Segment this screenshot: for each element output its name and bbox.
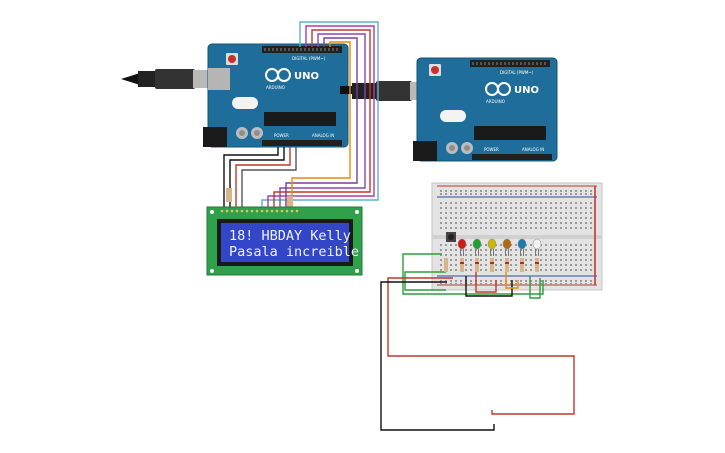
resistor[interactable] — [490, 258, 494, 272]
arduino-logo-icon — [265, 68, 291, 82]
resistor[interactable] — [444, 258, 448, 272]
microcontroller-chip — [264, 112, 336, 126]
usb-cable-left[interactable] — [121, 69, 217, 89]
resistor[interactable] — [460, 258, 464, 272]
resistor-band — [505, 262, 509, 264]
board-maker-label: ARDUINO — [486, 99, 505, 104]
led-4[interactable] — [502, 238, 512, 256]
led-1[interactable] — [457, 238, 467, 256]
arduino-uno-left[interactable]: DIGITAL (PWM~) UNO ARDUINO POWER ANALOG … — [203, 43, 349, 148]
lcd-screen — [221, 223, 349, 262]
resistor[interactable] — [287, 196, 293, 208]
wires-breadboard[interactable] — [380, 253, 575, 431]
wires-arduino-to-lcd[interactable] — [223, 21, 379, 208]
reset-button[interactable] — [431, 66, 439, 74]
resistor-band — [535, 262, 539, 264]
board-model-label: UNO — [294, 71, 319, 82]
resistor[interactable] — [520, 258, 524, 272]
led-3[interactable] — [487, 238, 497, 256]
arduino-uno-right[interactable]: DIGITAL (PWM~) UNO ARDUINO POWER ANALOG … — [413, 57, 558, 162]
resistor[interactable] — [226, 188, 232, 202]
arduino-logo-icon — [485, 82, 511, 96]
digital-header-label: DIGITAL (PWM~) — [292, 56, 326, 61]
power-jack[interactable] — [413, 141, 437, 161]
digital-header-label: DIGITAL (PWM~) — [500, 70, 534, 75]
board-model-label: UNO — [514, 85, 539, 96]
power-jack[interactable] — [203, 127, 227, 147]
resistor-band — [460, 262, 464, 264]
lcd-display[interactable]: 18! HBDAY Kelly Pasala increible — [206, 206, 363, 276]
analog-header-label: ANALOG IN — [312, 133, 334, 138]
microcontroller-chip — [474, 126, 546, 140]
power-header-label: POWER — [484, 147, 499, 152]
resistor[interactable] — [505, 258, 509, 272]
resistor-band — [475, 262, 479, 264]
lcd-line-1: 18! HBDAY Kelly — [229, 228, 351, 244]
breadboard[interactable] — [431, 182, 603, 291]
analog-header-label: ANALOG IN — [522, 147, 544, 152]
resistor[interactable] — [535, 258, 539, 272]
resistor-band — [520, 262, 524, 264]
led-6[interactable] — [532, 238, 542, 256]
reset-button[interactable] — [228, 55, 236, 63]
led-5[interactable] — [517, 238, 527, 256]
led-2[interactable] — [472, 238, 482, 256]
board-maker-label: ARDUINO — [266, 85, 285, 90]
power-header-label: POWER — [274, 133, 289, 138]
resistor-band — [490, 262, 494, 264]
lcd-line-2: Pasala increible — [229, 244, 359, 260]
resistor[interactable] — [475, 258, 479, 272]
